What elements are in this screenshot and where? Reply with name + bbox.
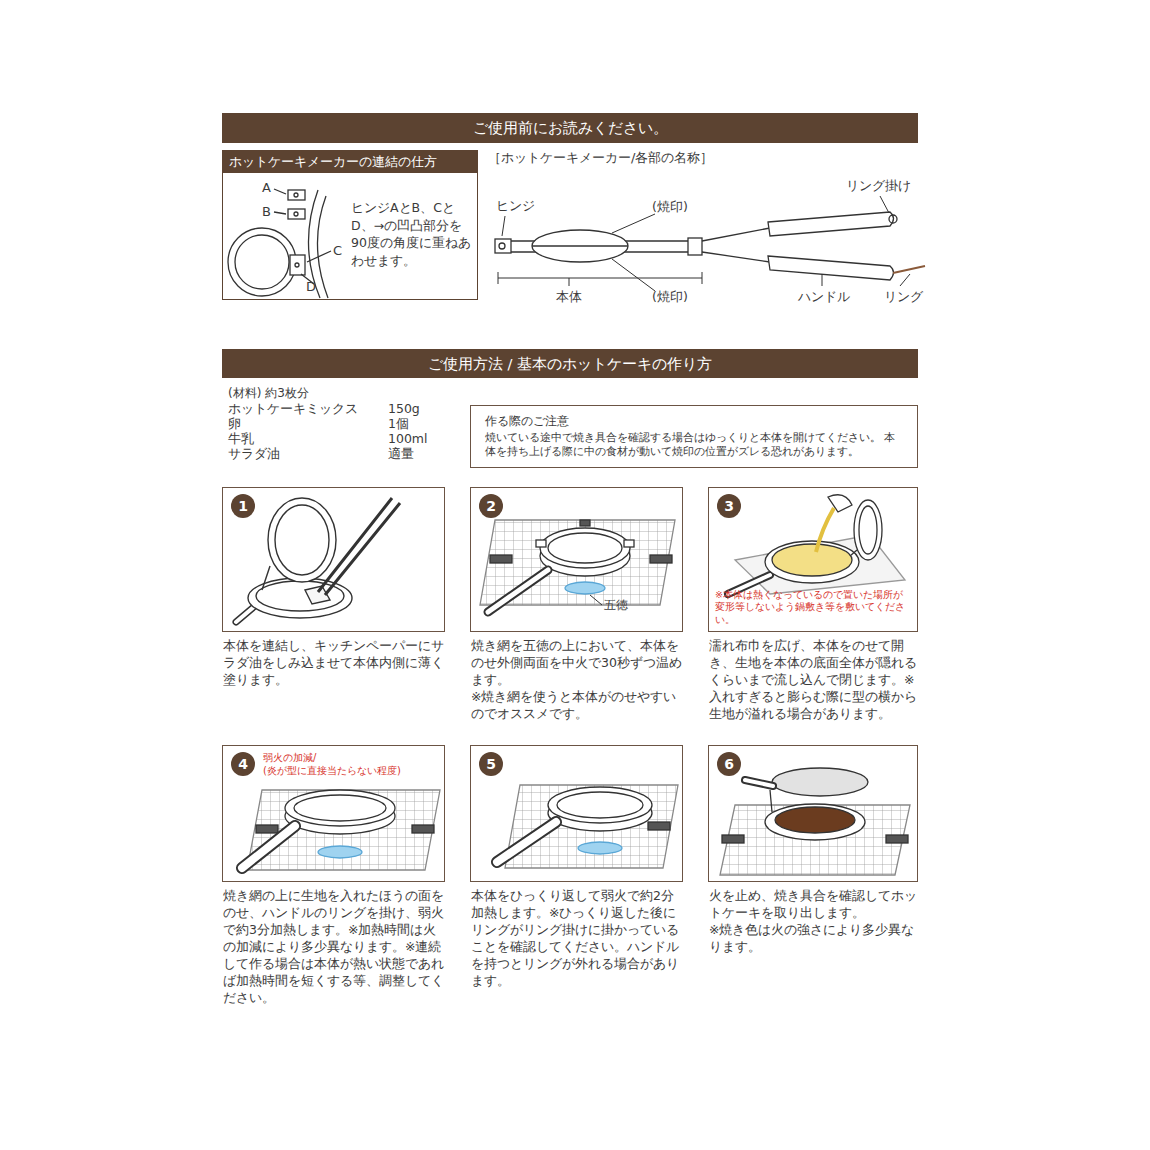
step-caption: 濡れ布巾を広げ、本体をのせて開き、生地を本体の底面全体が隠れるくらいまで流し込ん…: [709, 637, 917, 722]
step-caption: ※焼き色は火の強さにより多少異なります。: [709, 921, 917, 955]
step-number: 1: [231, 498, 255, 514]
step4-illustration: [242, 790, 440, 870]
step-number-circle: 6: [717, 752, 741, 776]
ingredient-name: サラダ油: [228, 446, 280, 462]
connection-box: ホットケーキメーカーの連結の仕方ヒンジAとB、CとD、→の凹凸部分を90度の角度…: [222, 150, 478, 300]
caption-area: 濡れ布巾を広げ、本体をのせて開き、生地を本体の底面全体が隠れるくらいまで流し込ん…: [709, 637, 917, 722]
step-caption: 焼き網を五徳の上において、本体をのせ外側両面を中火で30秒ずつ温めます。: [471, 637, 682, 688]
ingredient-amount: 1個: [388, 416, 409, 432]
step-number: 5: [479, 756, 503, 772]
caution-heading: 作る際のご注意: [485, 413, 905, 429]
step-caption: 本体を連結し、キッチンペーパーにサラダ油をしみ込ませて本体内側に薄く塗ります。: [223, 637, 444, 688]
caption-area: 焼き網の上に生地を入れたほうの面をのせ、ハンドルのリングを掛け、弱火で約3分加熱…: [223, 887, 444, 1006]
part-name: 本体: [556, 289, 582, 305]
ingredient-amount: 100ml: [388, 431, 428, 447]
step-panel: 本体を連結し、キッチンペーパーにサラダ油をしみ込ませて本体内側に薄く塗ります。1: [222, 487, 445, 632]
hinge-letter: D: [306, 279, 316, 295]
step-number-circle: 1: [231, 494, 255, 518]
step-panel: ※本体は熱くなっているので置いた場所が変形等しないよう鍋敷き等を敷いてください。…: [708, 487, 918, 632]
connection-illustration: [228, 189, 331, 298]
step-caption: 火を止め、焼き具合を確認してホットケーキを取り出します。: [709, 887, 917, 921]
caption-area: 本体をひっくり返して弱火で約2分加熱します。※ひっくり返した後にリングがリング掛…: [471, 887, 682, 989]
band-title: ご使用前にお読みください。: [222, 119, 918, 137]
part-name: ヒンジ: [496, 198, 535, 214]
step5-illustration: [497, 785, 678, 868]
box-body: ヒンジAとB、CとD、→の凹凸部分を90度の角度に重ねあわせます。: [351, 199, 473, 269]
caption-area: 焼き網を五徳の上において、本体をのせ外側両面を中火で30秒ずつ温めます。※焼き網…: [471, 637, 682, 722]
step-number-circle: 3: [717, 494, 741, 518]
step2-illustration: [480, 520, 675, 612]
section-band: ご使用前にお読みください。: [222, 113, 918, 143]
step-number: 3: [717, 498, 741, 514]
step-caption: ※焼き網を使うと本体がのせやすいのでオススメです。: [471, 688, 682, 722]
part-name: リング掛け: [846, 178, 911, 194]
caution-box: 作る際のご注意焼いている途中で焼き具合を確認する場合はゆっくりと本体を開けてくだ…: [470, 405, 918, 468]
step-number-circle: 4: [231, 752, 255, 776]
part-name: ハンドル: [798, 289, 850, 305]
hinge-letter: A: [262, 180, 271, 196]
caption-area: 火を止め、焼き具合を確認してホットケーキを取り出します。※焼き色は火の強さにより…: [709, 887, 917, 955]
part-name: リング: [884, 289, 923, 305]
warning-note: ※本体は熱くなっているので置いた場所が変形等しないよう鍋敷き等を敷いてください。: [715, 589, 911, 627]
ingredient-name: 卵: [228, 416, 241, 432]
box-heading: ホットケーキメーカーの連結の仕方: [223, 151, 477, 173]
heat-note: 弱火の加減/ (炎が型に直接当たらない程度): [263, 751, 438, 777]
part-name: 五徳: [604, 598, 628, 613]
step-panel: 本体をひっくり返して弱火で約2分加熱します。※ひっくり返した後にリングがリング掛…: [470, 745, 683, 882]
step-number-circle: 2: [479, 494, 503, 518]
step-number-circle: 5: [479, 752, 503, 776]
caution-body: 焼いている途中で焼き具合を確認する場合はゆっくりと本体を開けてください。 本体を…: [485, 431, 905, 459]
ingredient-name: 牛乳: [228, 431, 254, 447]
ingredient-amount: 適量: [388, 446, 414, 462]
ingredient-amount: 150g: [388, 401, 420, 417]
step-panel: 火を止め、焼き具合を確認してホットケーキを取り出します。※焼き色は火の強さにより…: [708, 745, 918, 882]
hinge-letter: B: [262, 204, 271, 220]
step3-illustration: [728, 495, 905, 594]
ingredient-name: ホットケーキミックス: [228, 401, 358, 417]
step-panel: 弱火の加減/ (炎が型に直接当たらない程度)焼き網の上に生地を入れたほうの面をの…: [222, 745, 445, 882]
parts-heading: ［ホットケーキメーカー/各部の名称］: [488, 150, 713, 166]
hinge-letter: C: [333, 243, 342, 259]
part-name: (焼印): [652, 289, 688, 305]
parts-illustration: [495, 196, 925, 291]
ingredients-heading: (材料) 約3枚分: [228, 386, 309, 401]
step1-illustration: [236, 498, 400, 622]
caption-area: 本体を連結し、キッチンペーパーにサラダ油をしみ込ませて本体内側に薄く塗ります。: [223, 637, 444, 688]
step6-illustration: [720, 768, 910, 875]
step-number: 6: [717, 756, 741, 772]
step-caption: 焼き網の上に生地を入れたほうの面をのせ、ハンドルのリングを掛け、弱火で約3分加熱…: [223, 887, 444, 1006]
step-number: 2: [479, 498, 503, 514]
step-number: 4: [231, 756, 255, 772]
band-title: ご使用方法 / 基本のホットケーキの作り方: [222, 355, 918, 373]
section-band: ご使用方法 / 基本のホットケーキの作り方: [222, 349, 918, 378]
step-panel: 焼き網を五徳の上において、本体をのせ外側両面を中火で30秒ずつ温めます。※焼き網…: [470, 487, 683, 632]
part-name: (焼印): [652, 199, 688, 215]
step-caption: 本体をひっくり返して弱火で約2分加熱します。※ひっくり返した後にリングがリング掛…: [471, 887, 682, 989]
